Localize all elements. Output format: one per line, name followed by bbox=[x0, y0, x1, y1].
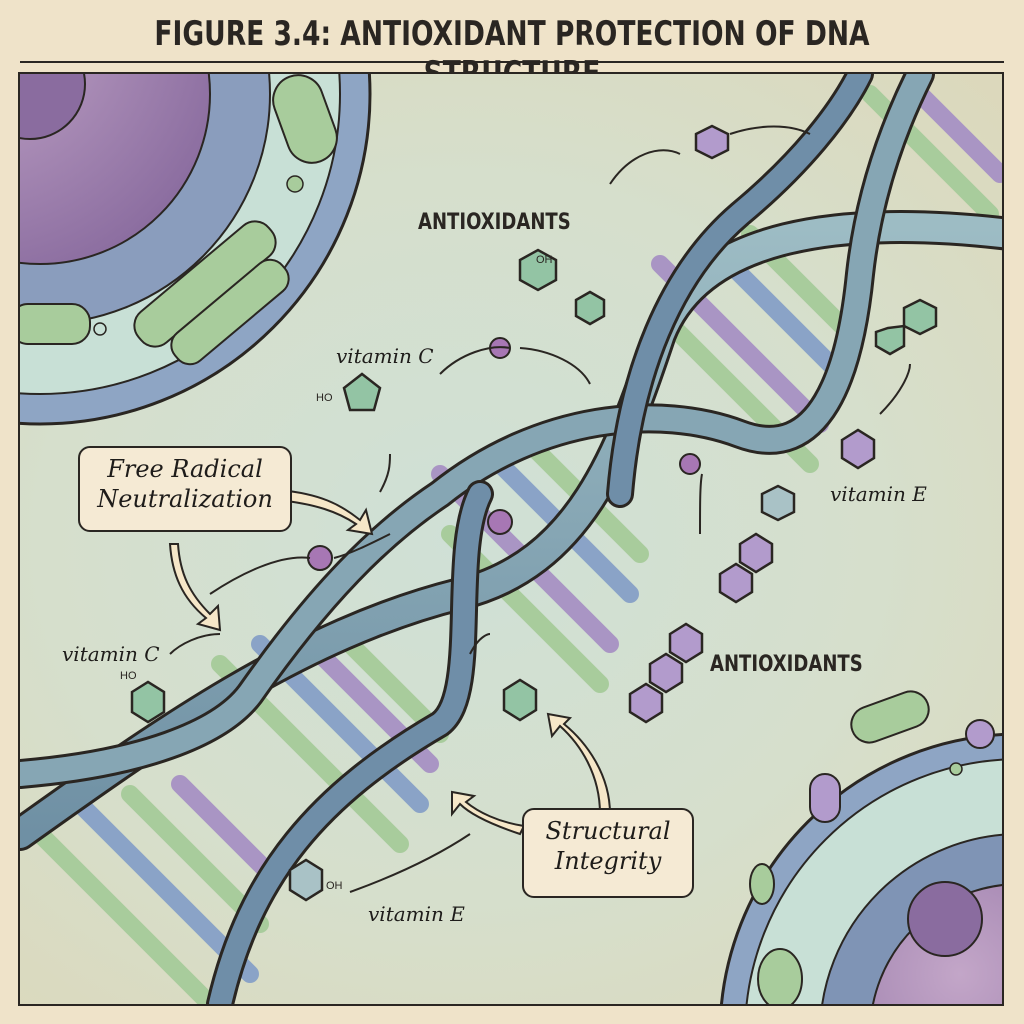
vitamin-c-ring-lower bbox=[130, 680, 166, 724]
reaction-arrows bbox=[169, 125, 911, 893]
title-divider bbox=[20, 61, 1004, 63]
dna-backbone bbox=[20, 74, 1002, 1004]
vitamin-c-ring-upper bbox=[342, 372, 382, 412]
cell-bottom-right bbox=[720, 690, 1002, 1004]
antioxidants-label-top: ANTIOXIDANTS bbox=[418, 210, 571, 235]
molecule-rings bbox=[130, 124, 938, 902]
vitamin-c-label-lower: vitamin C bbox=[62, 642, 160, 666]
callout-line: Neutralization bbox=[97, 485, 273, 513]
callout-free-radical-neutralization: Free Radical Neutralization bbox=[78, 446, 292, 532]
vitamin-e-ring-bottom bbox=[288, 858, 324, 902]
atom-label-oh: OH bbox=[536, 254, 553, 266]
cell-top-left bbox=[20, 74, 372, 426]
highlight-arrows bbox=[168, 488, 612, 836]
vitamin-e-label-right: vitamin E bbox=[830, 482, 927, 506]
atom-label-oh-bottom: OH bbox=[326, 880, 343, 892]
diagram-panel: ANTIOXIDANTS ANTIOXIDANTS vitamin C vita… bbox=[18, 72, 1004, 1006]
atom-label-ho: HO bbox=[316, 392, 333, 404]
vitamin-e-ring-right bbox=[840, 428, 876, 470]
callout-line: Free Radical bbox=[107, 455, 263, 483]
callout-line: Integrity bbox=[554, 847, 662, 875]
vitamin-e-label-bottom: vitamin E bbox=[368, 902, 465, 926]
callout-line: Structural bbox=[545, 817, 671, 845]
vitamin-c-label-upper: vitamin C bbox=[336, 344, 434, 368]
antioxidants-label-right: ANTIOXIDANTS bbox=[710, 652, 863, 677]
atom-label-ho-lower: HO bbox=[120, 670, 137, 682]
dna-illustration bbox=[20, 74, 1002, 1004]
callout-structural-integrity: Structural Integrity bbox=[522, 808, 694, 898]
